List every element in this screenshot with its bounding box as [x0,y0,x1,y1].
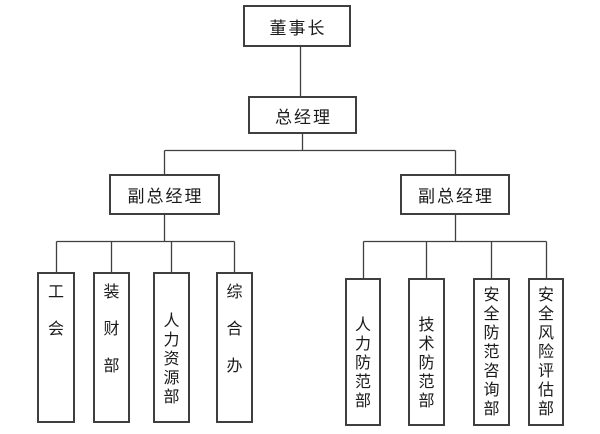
node-label: 副总经理 [127,187,204,207]
org-node-equipment-finance-dept: 装财部 [93,272,130,423]
node-label: 董事长 [269,18,327,39]
org-node-security-risk-assessment-dept: 安全风险评估部 [528,278,564,426]
org-node-labor-union: 工会 [37,272,75,423]
org-node-deputy-general-manager-right: 副总经理 [400,174,510,215]
org-node-security-prevention-consulting-dept: 安全防范咨询部 [473,278,510,426]
org-node-general-affairs-office: 综合办 [216,272,253,423]
node-label: 工会 [47,282,64,338]
node-label: 安全风险评估部 [537,285,554,418]
node-label: 装财部 [103,282,120,375]
node-label: 技术防范部 [418,315,435,410]
org-node-deputy-general-manager-left: 副总经理 [109,174,220,215]
org-node-chairman: 董事长 [243,5,351,47]
connector-path [55,47,548,278]
node-label: 人力资源部 [163,310,180,406]
node-label: 安全防范咨询部 [483,285,500,418]
org-node-general-manager: 总经理 [248,96,357,134]
node-label: 副总经理 [418,187,494,207]
node-label: 总经理 [275,107,332,128]
org-node-technical-prevention-dept: 技术防范部 [408,278,445,426]
org-node-personnel-prevention-dept: 人力防范部 [345,278,381,426]
org-node-human-resources-dept: 人力资源部 [153,272,190,423]
node-label: 综合办 [226,282,243,375]
node-label: 人力防范部 [354,315,371,410]
